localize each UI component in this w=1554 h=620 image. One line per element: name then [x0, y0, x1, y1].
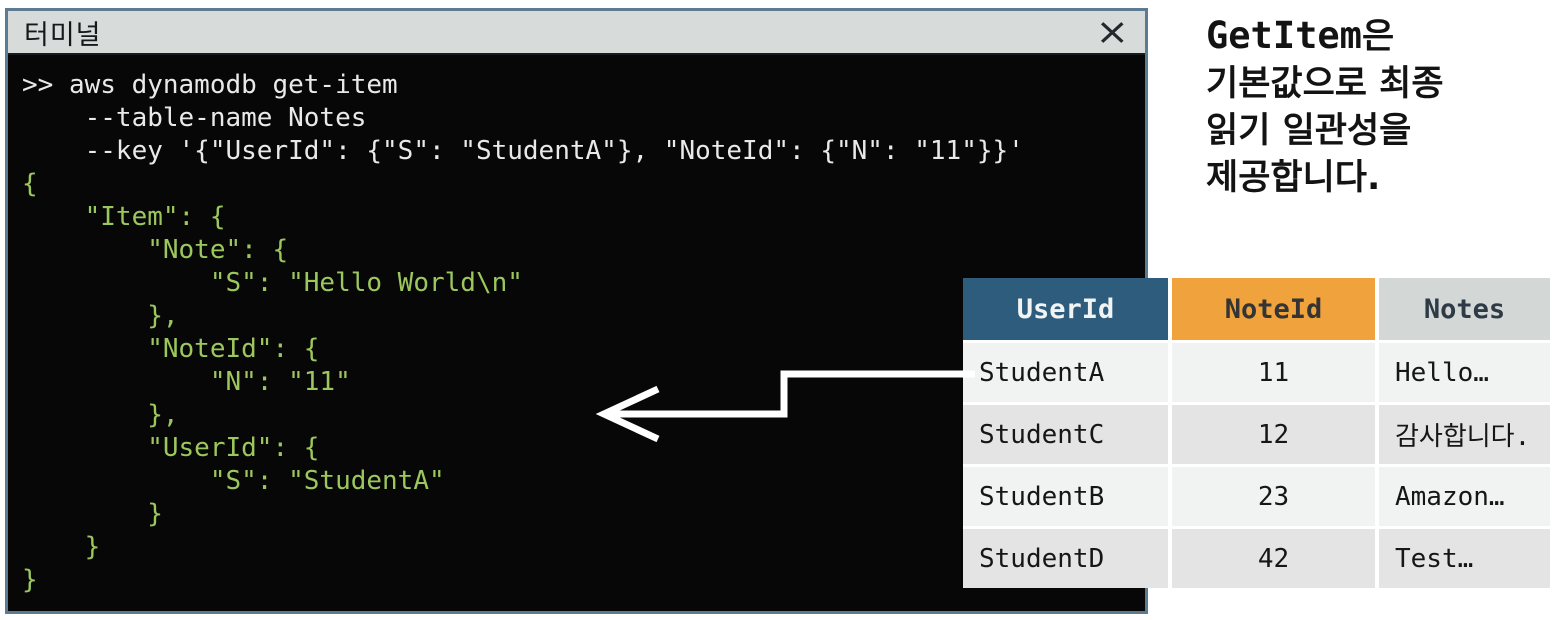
annotation-line: 기본값으로 최종	[1206, 64, 1444, 104]
close-icon[interactable]: ×	[1095, 10, 1129, 54]
annotation-line: 읽기 일관성을	[1206, 111, 1412, 151]
table-cell-noteid: 23	[1172, 467, 1375, 526]
annotation-line: 제공합니다.	[1206, 158, 1381, 198]
terminal-window: 터미널 × >> aws dynamodb get-item --table-n…	[5, 8, 1148, 614]
table-cell-notes: Hello…	[1379, 343, 1550, 402]
table-cell-userid: StudentA	[963, 343, 1168, 402]
annotation-code-suffix: 은	[1361, 17, 1395, 57]
column-header-userid: UserId	[963, 278, 1168, 340]
table-cell-notes: 감사합니다.	[1379, 405, 1550, 464]
column-header-notes: Notes	[1379, 278, 1550, 340]
terminal-title-bar[interactable]: 터미널 ×	[8, 11, 1145, 55]
table-cell-notes: Amazon…	[1379, 467, 1550, 526]
getitem-code-word: GetItem	[1206, 14, 1362, 57]
annotation-line: GetItem은	[1206, 12, 1550, 61]
column-header-noteid: NoteId	[1172, 278, 1375, 340]
table-cell-notes: Test…	[1379, 529, 1550, 588]
table-cell-userid: StudentC	[963, 405, 1168, 464]
table-cell-userid: StudentD	[963, 529, 1168, 588]
notes-table: UserId NoteId Notes StudentA 11 Hello… S…	[963, 278, 1550, 588]
table-cell-noteid: 42	[1172, 529, 1375, 588]
terminal-command-text: >> aws dynamodb get-item --table-name No…	[22, 70, 1024, 166]
terminal-title: 터미널	[24, 19, 102, 51]
table-cell-userid: StudentB	[963, 467, 1168, 526]
terminal-body[interactable]: >> aws dynamodb get-item --table-name No…	[8, 55, 1145, 597]
table-cell-noteid: 12	[1172, 405, 1375, 464]
terminal-output-json: { "Item": { "Note": { "S": "Hello World\…	[22, 169, 523, 595]
annotation-text: GetItem은 기본값으로 최종 읽기 일관성을 제공합니다.	[1206, 12, 1550, 202]
table-cell-noteid: 11	[1172, 343, 1375, 402]
